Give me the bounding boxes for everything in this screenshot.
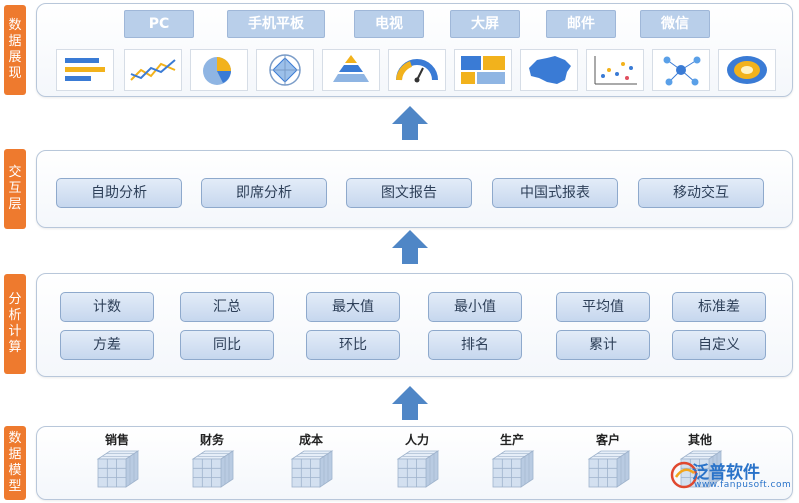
model-label-cost: 成本 <box>298 433 323 447</box>
item-ad-hoc-analysis: 即席分析 <box>201 178 327 208</box>
model-label-finance: 财务 <box>199 433 224 447</box>
model-label-production: 生产 <box>499 433 524 447</box>
layer-label-analysis: 分析计算 <box>4 274 26 374</box>
pie-chart-icon <box>190 49 248 91</box>
calc-sum: 汇总 <box>180 292 274 322</box>
logo-url: www.fanpusoft.com <box>694 480 792 490</box>
data-cube-icon <box>492 450 534 488</box>
data-cube-icon <box>97 450 139 488</box>
data-cube-icon <box>192 450 234 488</box>
calc-average: 平均值 <box>556 292 650 322</box>
data-cube-icon <box>291 450 333 488</box>
network-graph-icon <box>652 49 710 91</box>
channel-wechat: 微信 <box>640 10 710 38</box>
channel-tv: 电视 <box>354 10 424 38</box>
calc-custom: 自定义 <box>672 330 766 360</box>
calc-std-dev: 标准差 <box>672 292 766 322</box>
bar-chart-icon <box>56 49 114 91</box>
calc-count: 计数 <box>60 292 154 322</box>
calc-variance: 方差 <box>60 330 154 360</box>
item-graphic-report: 图文报告 <box>346 178 472 208</box>
china-map-icon <box>520 49 578 91</box>
item-mobile-interaction: 移动交互 <box>638 178 764 208</box>
layer-label-display: 数据展现 <box>4 5 26 95</box>
model-label-other: 其他 <box>687 433 712 447</box>
line-chart-icon <box>124 49 182 91</box>
gauge-chart-icon <box>388 49 446 91</box>
data-cube-icon <box>397 450 439 488</box>
item-self-service-analysis: 自助分析 <box>56 178 182 208</box>
channel-email: 邮件 <box>546 10 616 38</box>
arrow-up-icon <box>392 386 428 420</box>
model-label-sales: 销售 <box>104 433 129 447</box>
arrow-up-icon <box>392 106 428 140</box>
calc-min: 最小值 <box>428 292 522 322</box>
arrow-up-icon <box>392 230 428 264</box>
item-chinese-style-report: 中国式报表 <box>492 178 618 208</box>
layer-label-interaction: 交互层 <box>4 149 26 229</box>
scatter-chart-icon <box>586 49 644 91</box>
calc-cumulative: 累计 <box>556 330 650 360</box>
calc-rank: 排名 <box>428 330 522 360</box>
radar-chart-icon <box>256 49 314 91</box>
channel-pc: PC <box>124 10 194 38</box>
pyramid-chart-icon <box>322 49 380 91</box>
layer-label-model: 数据模型 <box>4 426 26 500</box>
data-cube-icon <box>588 450 630 488</box>
model-label-customer: 客户 <box>595 433 620 447</box>
logo-name: 泛普软件 <box>692 463 760 483</box>
calc-year-on-year: 同比 <box>180 330 274 360</box>
channel-tablet: 手机平板 <box>227 10 325 38</box>
model-label-hr: 人力 <box>404 433 429 447</box>
heat-map-icon <box>718 49 776 91</box>
treemap-chart-icon <box>454 49 512 91</box>
analysis-layer-panel <box>36 273 793 377</box>
calc-month-on-month: 环比 <box>306 330 400 360</box>
calc-max: 最大值 <box>306 292 400 322</box>
fanpu-logo <box>670 461 698 489</box>
channel-bigscreen: 大屏 <box>450 10 520 38</box>
